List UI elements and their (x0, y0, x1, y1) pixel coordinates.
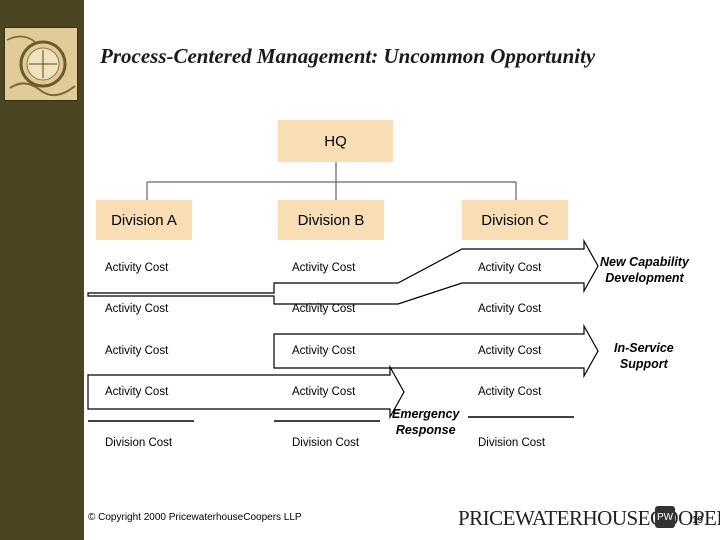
pwc-badge-icon: PW (655, 506, 675, 528)
annotation-new-capability-line2: Development (605, 271, 684, 285)
arrow-new-capability (87, 238, 599, 305)
division-cost-a: Division Cost (105, 437, 173, 449)
activity-cost-b2: Activity Cost (292, 303, 356, 315)
hq-box: HQ (278, 120, 393, 162)
activity-cost-c2: Activity Cost (478, 303, 542, 315)
annotation-emergency-line2: Response (395, 423, 456, 437)
pwc-logo: PRICEWATERHOUSECOOPERS (458, 506, 720, 530)
division-b-box: Division B (278, 200, 384, 240)
annotation-in-service-line2: Support (619, 357, 668, 371)
annotation-emergency-line1: Emergency (392, 407, 460, 421)
page-number: 19 (692, 515, 704, 526)
activity-cost-c4: Activity Cost (478, 386, 542, 398)
page-title: Process-Centered Management: Uncommon Op… (100, 44, 596, 68)
division-cost-c: Division Cost (478, 437, 546, 449)
compass-photo (4, 27, 78, 101)
division-cost-b: Division Cost (292, 437, 360, 449)
annotation-emergency: Emergency Response (392, 406, 459, 438)
activity-cost-a1: Activity Cost (105, 262, 169, 274)
annotation-new-capability-line1: New Capability (600, 255, 689, 269)
arrow-in-service (273, 323, 599, 379)
activity-cost-a4: Activity Cost (105, 386, 169, 398)
activity-cost-b4: Activity Cost (292, 386, 356, 398)
sidebar (0, 0, 84, 540)
activity-cost-c3: Activity Cost (478, 345, 542, 357)
division-c-box: Division C (462, 200, 568, 240)
annotation-in-service: In-Service Support (614, 340, 674, 372)
activity-cost-b3: Activity Cost (292, 345, 356, 357)
activity-cost-a2: Activity Cost (105, 303, 169, 315)
annotation-in-service-line1: In-Service (614, 341, 674, 355)
activity-cost-a3: Activity Cost (105, 345, 169, 357)
activity-cost-c1: Activity Cost (478, 262, 542, 274)
division-a-box: Division A (96, 200, 192, 240)
arrow-emergency (87, 364, 405, 420)
activity-cost-b1: Activity Cost (292, 262, 356, 274)
annotation-new-capability: New Capability Development (600, 254, 689, 286)
copyright-footer: © Copyright 2000 PricewaterhouseCoopers … (88, 512, 302, 523)
